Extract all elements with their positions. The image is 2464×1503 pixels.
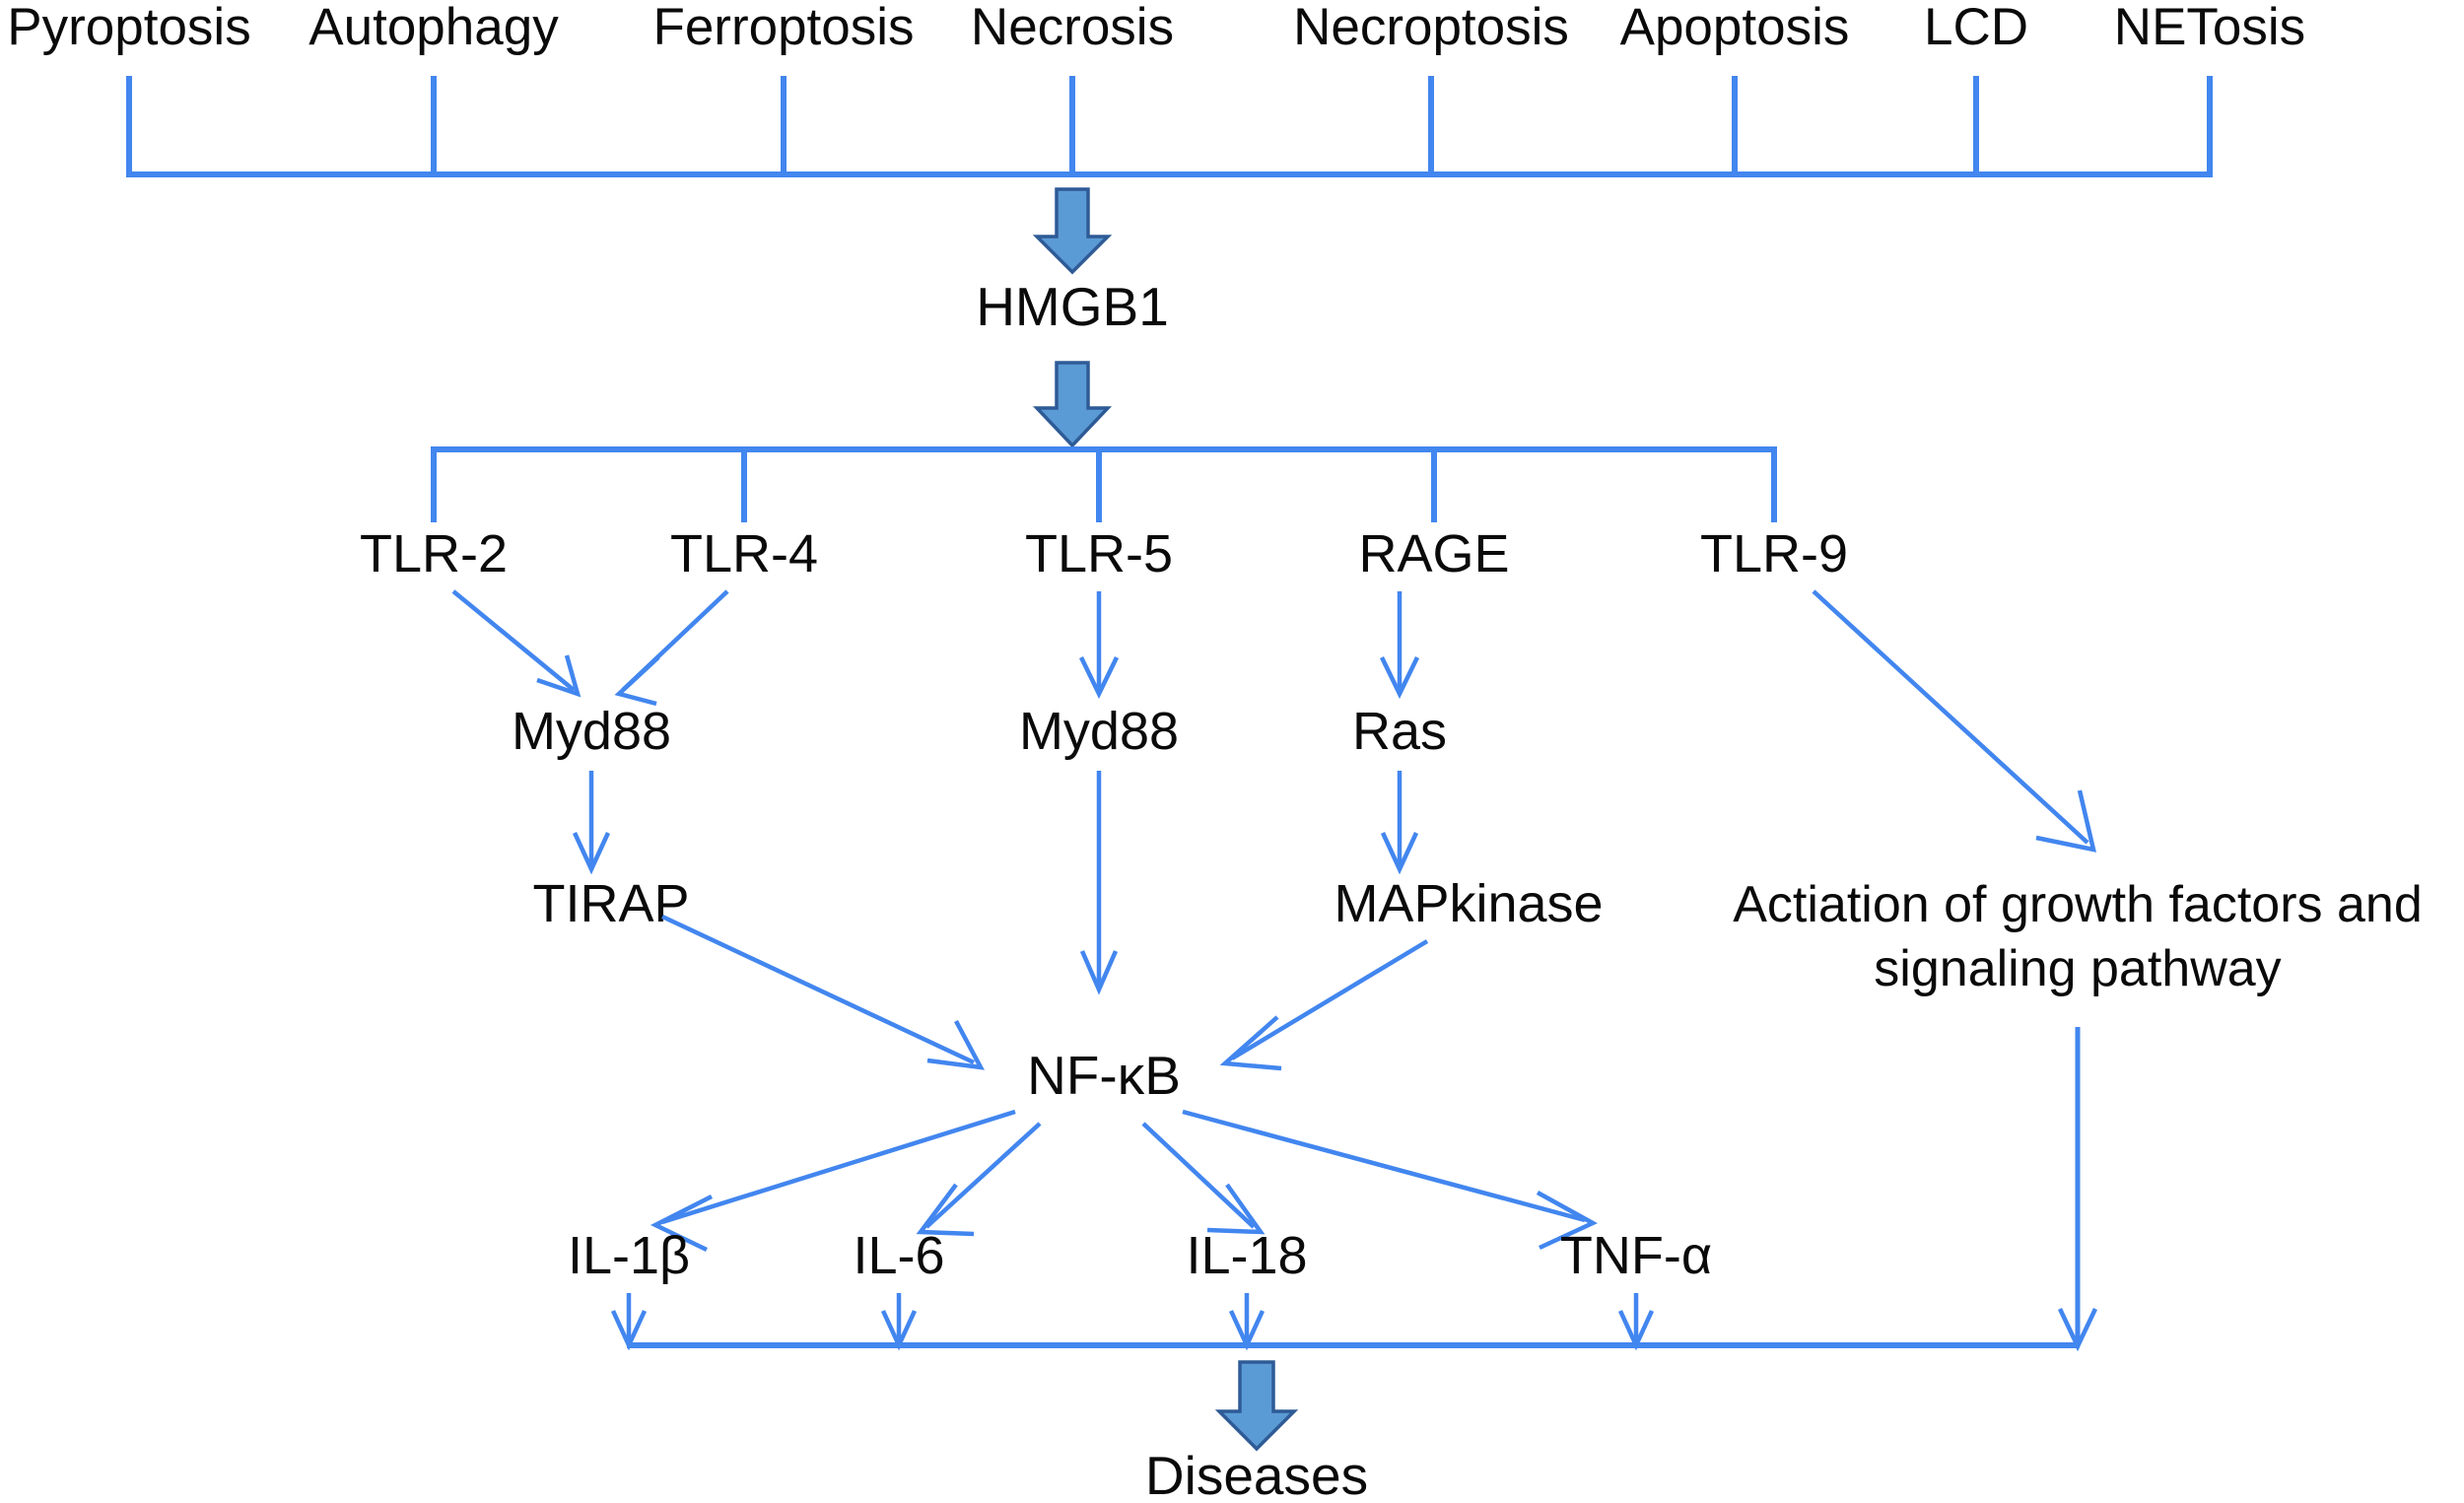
label-tlr-5: TLR-5 bbox=[1025, 524, 1173, 583]
thin-arrow-icon-nfkb-to-il6 bbox=[916, 1122, 1042, 1237]
label-myd88-left: Myd88 bbox=[512, 702, 671, 761]
thin-arrow-icon-ras-to-mapkinase bbox=[1380, 771, 1419, 875]
label-pyroptosis: Pyroptosis bbox=[7, 0, 250, 56]
down-block-arrow-icon-to-diseases bbox=[1214, 1360, 1299, 1452]
growth-factor-activation-node: Actiation of growth factors and signalin… bbox=[1733, 876, 2423, 997]
label-rage: RAGE bbox=[1358, 524, 1509, 583]
thin-arrow-icon-growth-factors-to-rail bbox=[2057, 1027, 2098, 1352]
label-tirap: TIRAP bbox=[532, 874, 689, 933]
label-autophagy: Autophagy bbox=[308, 0, 559, 56]
cytokine-labels: IL-1β IL-6 IL-18 TNF-α bbox=[568, 1226, 1712, 1285]
top-bracket bbox=[126, 76, 2213, 177]
label-ras: Ras bbox=[1352, 702, 1447, 761]
label-il-18: IL-18 bbox=[1186, 1226, 1307, 1285]
label-netosis: NETosis bbox=[2114, 0, 2305, 56]
receptor-labels: TLR-2 TLR-4 TLR-5 RAGE TLR-9 bbox=[360, 524, 1848, 583]
label-nf-kappa-b: NF-κB bbox=[1027, 1045, 1181, 1106]
label-il-6: IL-6 bbox=[853, 1226, 944, 1285]
label-growth-factors-line1: Actiation of growth factors and bbox=[1733, 876, 2423, 933]
down-block-arrow-icon-to-hmgb1 bbox=[1032, 187, 1113, 275]
thin-arrow-icon-nfkb-to-tnfalpha bbox=[1182, 1109, 1598, 1251]
thin-arrow-icon-tlr4-to-myd88 bbox=[614, 589, 729, 707]
label-hmgb1: HMGB1 bbox=[976, 276, 1169, 337]
label-mapkinase: MAPkinase bbox=[1334, 874, 1603, 933]
label-ferroptosis: Ferroptosis bbox=[652, 0, 914, 56]
label-necroptosis: Necroptosis bbox=[1293, 0, 1569, 56]
label-tlr-9: TLR-9 bbox=[1700, 524, 1848, 583]
thin-arrow-icon-tlr5-to-myd88 bbox=[1078, 591, 1120, 700]
thin-arrow-icon-myd88-to-nfkb bbox=[1079, 771, 1119, 995]
adaptor-labels: Myd88 Myd88 Ras bbox=[512, 702, 1447, 761]
label-diseases: Diseases bbox=[1145, 1445, 1368, 1503]
receptor-bracket bbox=[431, 446, 1777, 522]
thin-arrow-icon-nfkb-to-il1beta bbox=[650, 1109, 1016, 1253]
label-myd88-center: Myd88 bbox=[1019, 702, 1179, 761]
label-tnf-alpha: TNF-α bbox=[1560, 1226, 1712, 1285]
thin-arrow-icon-il1beta-to-rail bbox=[610, 1293, 648, 1351]
down-block-arrow-icon-to-receptors bbox=[1032, 361, 1113, 448]
label-il-1-beta: IL-1β bbox=[568, 1226, 690, 1285]
intermediate-labels: TIRAP MAPkinase bbox=[532, 874, 1603, 933]
thin-arrow-icon-tnfalpha-to-rail bbox=[1617, 1293, 1655, 1351]
label-lcd: LCD bbox=[1924, 0, 2028, 56]
thin-arrow-icon-tirap-to-nfkb bbox=[661, 914, 986, 1070]
cell-death-modality-labels: Pyroptosis Autophagy Ferroptosis Necrosi… bbox=[7, 0, 2305, 56]
label-tlr-4: TLR-4 bbox=[670, 524, 818, 583]
thin-arrow-icon-il6-to-rail bbox=[880, 1293, 918, 1351]
thin-arrow-icon-il18-to-rail bbox=[1228, 1293, 1266, 1351]
label-growth-factors-line2: signaling pathway bbox=[1874, 940, 2281, 997]
thin-arrow-icon-nfkb-to-il18 bbox=[1141, 1122, 1266, 1235]
thin-arrow-icon-myd88-to-tirap bbox=[572, 771, 611, 875]
label-tlr-2: TLR-2 bbox=[360, 524, 508, 583]
thin-arrow-icon-rage-to-ras bbox=[1379, 591, 1420, 700]
thin-arrow-icon-mapkinase-to-nfkb bbox=[1219, 939, 1429, 1071]
thin-arrow-icon-tlr9-to-growth-factors bbox=[1812, 589, 2096, 853]
label-apoptosis: Apoptosis bbox=[1620, 0, 1850, 56]
thin-arrow-icon-tlr2-to-myd88 bbox=[451, 589, 582, 698]
label-necrosis: Necrosis bbox=[971, 0, 1174, 56]
